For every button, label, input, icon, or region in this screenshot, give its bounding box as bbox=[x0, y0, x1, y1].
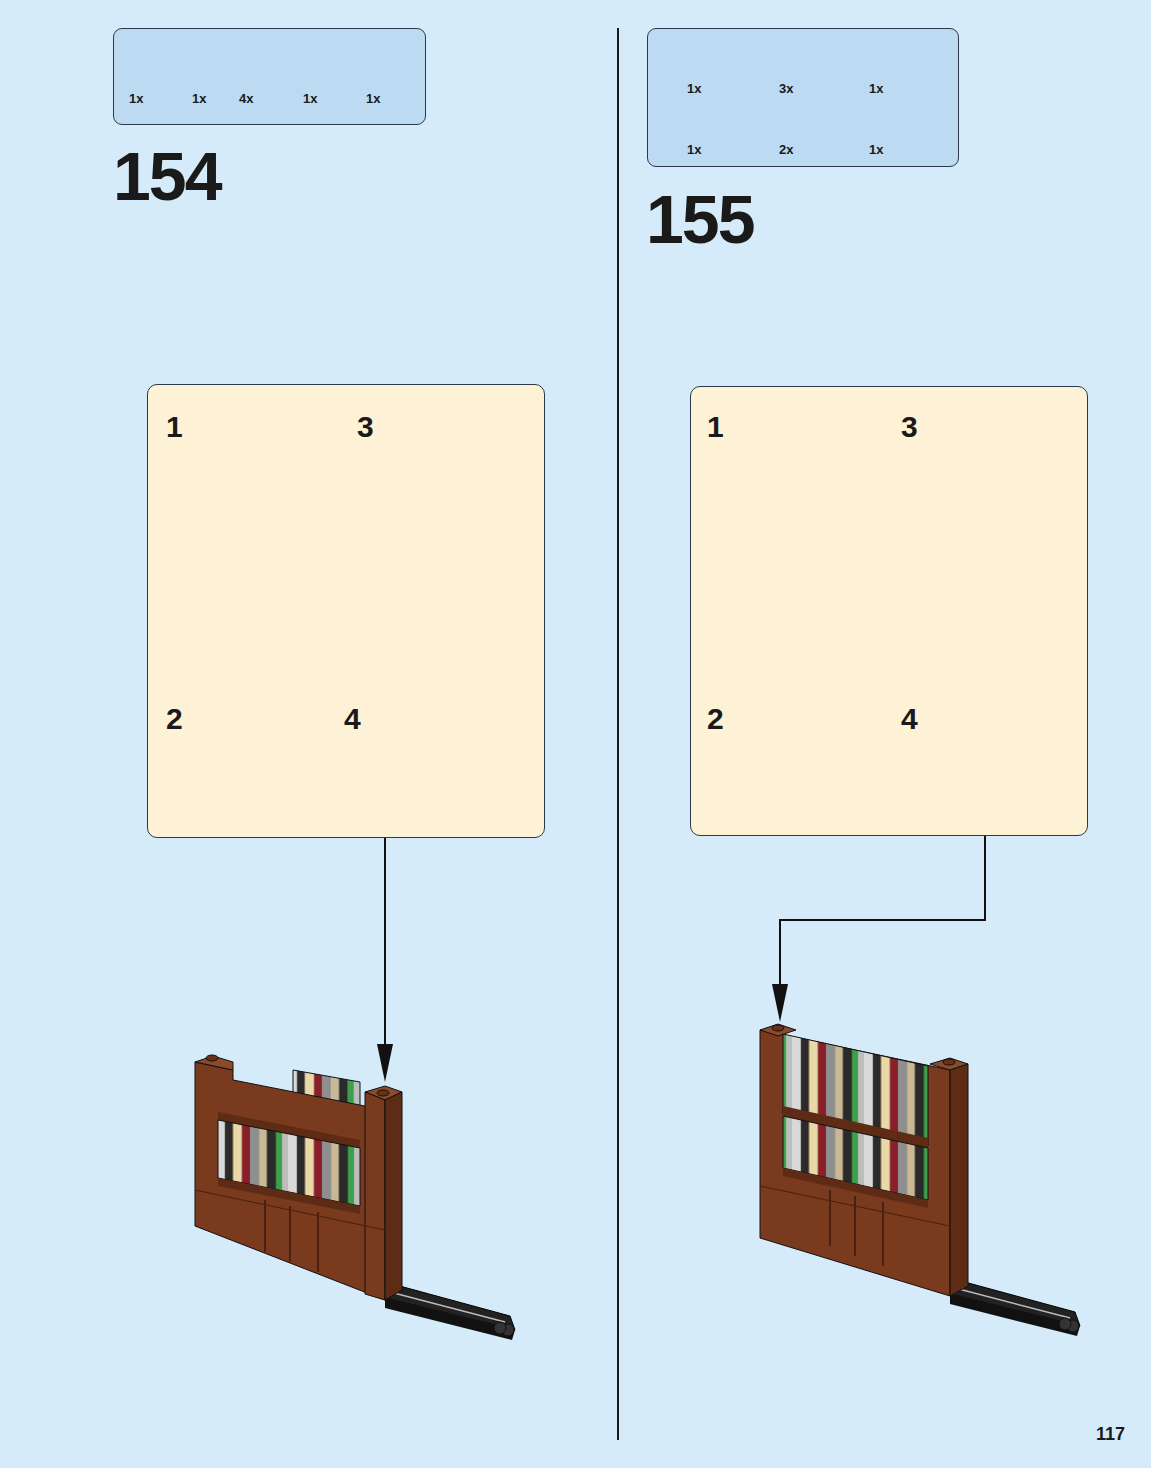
parts-list: 1x 1x 4x 1x 1x bbox=[113, 28, 426, 125]
part-count: 2x bbox=[779, 143, 793, 156]
step-number: 154 bbox=[113, 142, 220, 210]
sub-assembly-callout: 1 2 3 4 bbox=[147, 384, 545, 838]
part-count: 1x bbox=[303, 92, 317, 105]
callout-number: 3 bbox=[357, 412, 374, 442]
page-number: 117 bbox=[1096, 1425, 1125, 1443]
callout-number: 2 bbox=[707, 704, 724, 734]
step-number: 155 bbox=[646, 185, 753, 253]
callout-number: 4 bbox=[901, 704, 918, 734]
part-count: 1x bbox=[687, 143, 701, 156]
callout-number: 1 bbox=[166, 412, 183, 442]
part-count: 1x bbox=[192, 92, 206, 105]
parts-list: 1x 3x 1x 1x 2x 1x bbox=[647, 28, 959, 167]
callout-number: 1 bbox=[707, 412, 724, 442]
part-count: 3x bbox=[779, 82, 793, 95]
part-count: 1x bbox=[687, 82, 701, 95]
part-count: 1x bbox=[366, 92, 380, 105]
part-count: 1x bbox=[869, 82, 883, 95]
sub-assembly-callout: 1 2 3 4 bbox=[690, 386, 1088, 836]
part-count: 4x bbox=[239, 92, 253, 105]
callout-number: 3 bbox=[901, 412, 918, 442]
callout-number: 4 bbox=[344, 704, 361, 734]
part-count: 1x bbox=[869, 143, 883, 156]
callout-number: 2 bbox=[166, 704, 183, 734]
part-count: 1x bbox=[129, 92, 143, 105]
